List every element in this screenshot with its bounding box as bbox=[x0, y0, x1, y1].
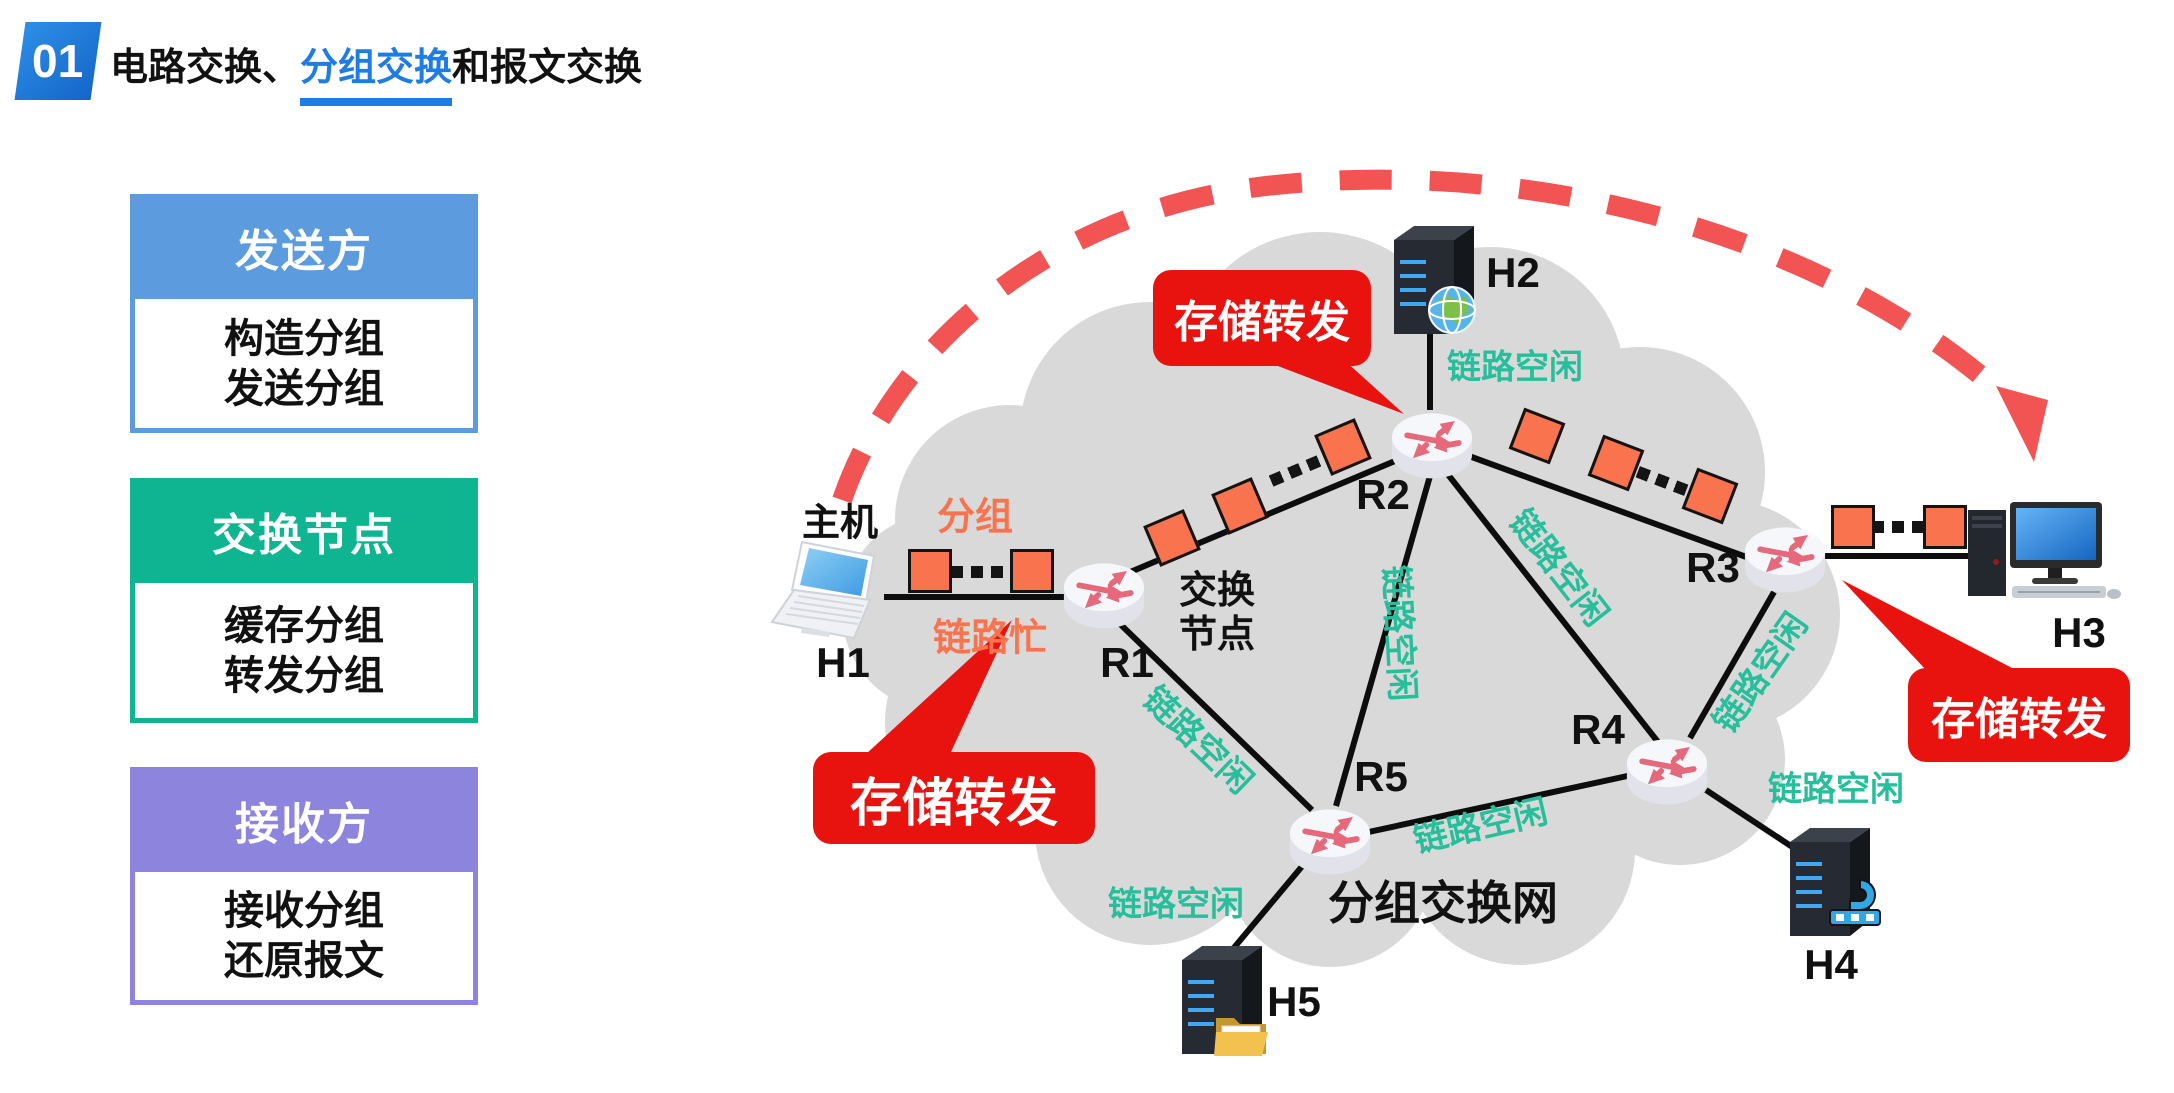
globe-icon bbox=[1428, 286, 1476, 334]
packet-ellipsis-icon bbox=[951, 566, 1003, 578]
packet-ellipsis-icon bbox=[1872, 521, 1924, 533]
switch-node-box-body: 缓存分组 转发分组 bbox=[130, 583, 478, 723]
host-h3-label: H3 bbox=[2052, 609, 2106, 656]
router-r5-label: R5 bbox=[1354, 753, 1408, 800]
section-badge: 01 bbox=[14, 22, 102, 100]
link-r5-r4 bbox=[1363, 772, 1633, 836]
link-idle-label-h2-r2: 链路空闲 bbox=[1447, 348, 1583, 387]
packet bbox=[1831, 505, 1875, 549]
switch-node-line-2: 转发分组 bbox=[224, 653, 384, 698]
sender-line-2: 发送分组 bbox=[224, 366, 384, 411]
router-r1-icon bbox=[1064, 563, 1144, 628]
router-r3-label: R3 bbox=[1686, 544, 1740, 591]
folder-icon bbox=[1214, 1018, 1268, 1056]
link-r5-h5 bbox=[1219, 862, 1307, 964]
callout-tail-r3 bbox=[1842, 580, 2016, 670]
switch-node-line-1: 缓存分组 bbox=[224, 603, 384, 648]
router-r4-label: R4 bbox=[1571, 706, 1625, 753]
router-r4-icon bbox=[1627, 739, 1707, 804]
store-forward-callout-r2: 存储转发 bbox=[1153, 270, 1371, 366]
arrowhead-icon bbox=[1996, 386, 2048, 462]
sender-box-body: 构造分组 发送分组 bbox=[130, 299, 478, 433]
host-h2-server-icon bbox=[1392, 226, 1476, 336]
host-h4-server-icon bbox=[1788, 828, 1881, 938]
link-r4-r3 bbox=[1687, 590, 1777, 740]
receiver-line-2: 还原报文 bbox=[224, 939, 384, 983]
router-r3-icon bbox=[1745, 527, 1825, 592]
sender-line-1: 构造分组 bbox=[224, 316, 384, 361]
router-r2-label: R2 bbox=[1356, 471, 1410, 518]
link-r4-h4 bbox=[1704, 787, 1808, 859]
title-part-1: 电路交换、 bbox=[110, 47, 301, 89]
section-number: 01 bbox=[32, 35, 84, 87]
sender-box: 发送方 构造分组 发送分组 bbox=[130, 194, 478, 433]
link-r1-r5 bbox=[1115, 619, 1315, 813]
packet-label: 分组 bbox=[936, 496, 1014, 539]
host-h4-label: H4 bbox=[1804, 941, 1858, 988]
link-busy-label: 链路忙 bbox=[932, 617, 1048, 660]
title-part-3: 和报文交换 bbox=[452, 47, 643, 89]
host-h1-label: H1 bbox=[816, 639, 870, 686]
router-r5-icon bbox=[1290, 809, 1370, 874]
receiver-box: 接收方 接收分组 还原报文 bbox=[130, 767, 478, 1005]
switch-node-annotation: 交换 节点 bbox=[1179, 569, 1255, 657]
callout-tail-r1 bbox=[866, 620, 1012, 754]
link-r2-r5 bbox=[1333, 475, 1433, 807]
router-r2-icon bbox=[1392, 413, 1472, 478]
packet bbox=[1010, 549, 1054, 593]
receiver-box-title: 接收方 bbox=[130, 767, 478, 872]
callout-tails bbox=[866, 360, 2016, 754]
link-r2-r4 bbox=[1443, 470, 1661, 744]
host-h5-server-icon bbox=[1180, 946, 1268, 1056]
receiver-box-body: 接收分组 还原报文 bbox=[130, 872, 478, 1005]
switch-node-box: 交换节点 缓存分组 转发分组 bbox=[130, 478, 478, 723]
switch-node-annotation-line1: 交换 bbox=[1178, 570, 1256, 612]
receiver-line-1: 接收分组 bbox=[224, 889, 384, 933]
host-label: 主机 bbox=[801, 502, 879, 545]
dashed-route-arrow bbox=[832, 169, 2048, 504]
link-idle-label-r5-h5: 链路空闲 bbox=[1108, 885, 1244, 924]
packet bbox=[908, 549, 952, 593]
link-r2-r3 bbox=[1456, 449, 1762, 565]
host-h2-label: H2 bbox=[1486, 249, 1540, 296]
cloud-label: 分组交换网 bbox=[1328, 877, 1558, 929]
host-h1-laptop-icon bbox=[770, 540, 876, 640]
store-forward-callout-r3: 存储转发 bbox=[1908, 668, 2130, 762]
sender-box-title: 发送方 bbox=[130, 194, 478, 299]
link-idle-label-r2-r5: 链路空闲 bbox=[1375, 564, 1422, 703]
host-h3-desktop-icon bbox=[1968, 502, 2121, 599]
router-r1-label: R1 bbox=[1100, 639, 1154, 686]
link-idle-label-r4-h4: 链路空闲 bbox=[1768, 770, 1904, 809]
packet bbox=[1923, 505, 1967, 549]
store-forward-callout-r1: 存储转发 bbox=[813, 752, 1095, 844]
switch-node-annotation-line2: 节点 bbox=[1178, 614, 1256, 656]
host-h5-label: H5 bbox=[1267, 978, 1321, 1025]
film-icon bbox=[1829, 878, 1881, 926]
switch-node-box-title: 交换节点 bbox=[130, 478, 478, 583]
callout-tail-r2 bbox=[1262, 360, 1404, 414]
title-highlight: 分组交换 bbox=[300, 47, 453, 106]
page-title: 电路交换、分组交换和报文交换 bbox=[110, 36, 643, 106]
